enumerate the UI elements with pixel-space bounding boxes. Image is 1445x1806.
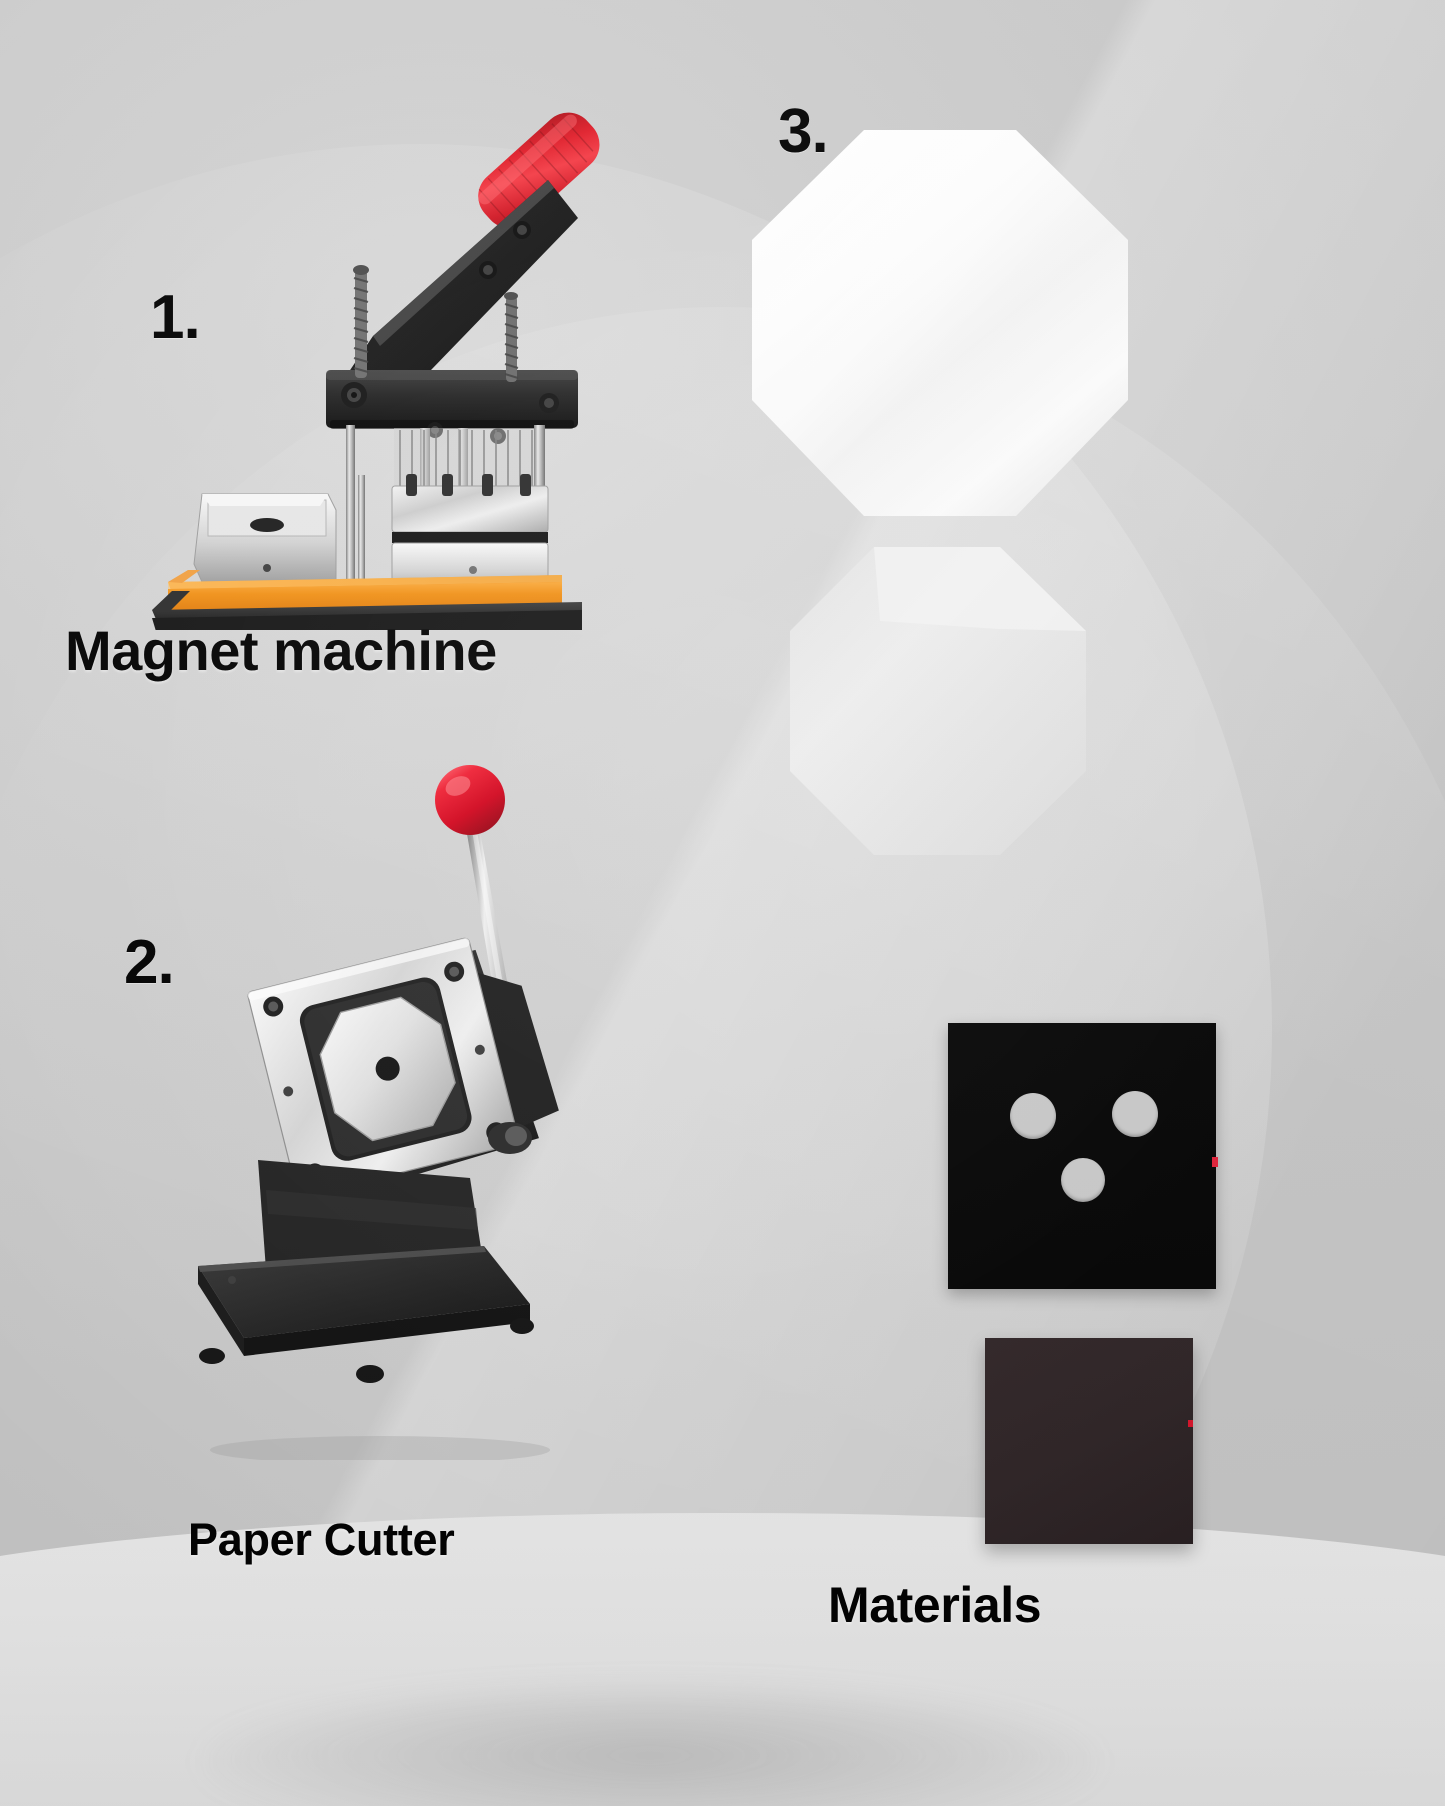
magnet-machine-image xyxy=(130,70,600,638)
step-number-1: 1. xyxy=(150,283,201,352)
caption-magnet-machine: Magnet machine xyxy=(65,619,497,682)
material-octagon-paper-blank xyxy=(750,128,1130,518)
back-plate-red-speck xyxy=(1212,1157,1218,1167)
caption-materials: Materials xyxy=(828,1577,1042,1633)
step-number-2: 2. xyxy=(124,928,175,997)
step-number-3: 3. xyxy=(778,97,829,166)
material-octagon-clear-film xyxy=(788,545,1088,857)
material-back-plate xyxy=(948,1023,1218,1289)
back-plate-hole-left xyxy=(1010,1093,1056,1139)
material-magnet-sheet xyxy=(985,1338,1193,1544)
caption-paper-cutter: Paper Cutter xyxy=(188,1514,455,1565)
magnet-sheet-red-speck xyxy=(1188,1420,1193,1427)
back-plate-hole-bottom xyxy=(1061,1158,1105,1202)
paper-cutter-image xyxy=(170,760,570,1464)
back-plate-hole-right xyxy=(1112,1091,1158,1137)
